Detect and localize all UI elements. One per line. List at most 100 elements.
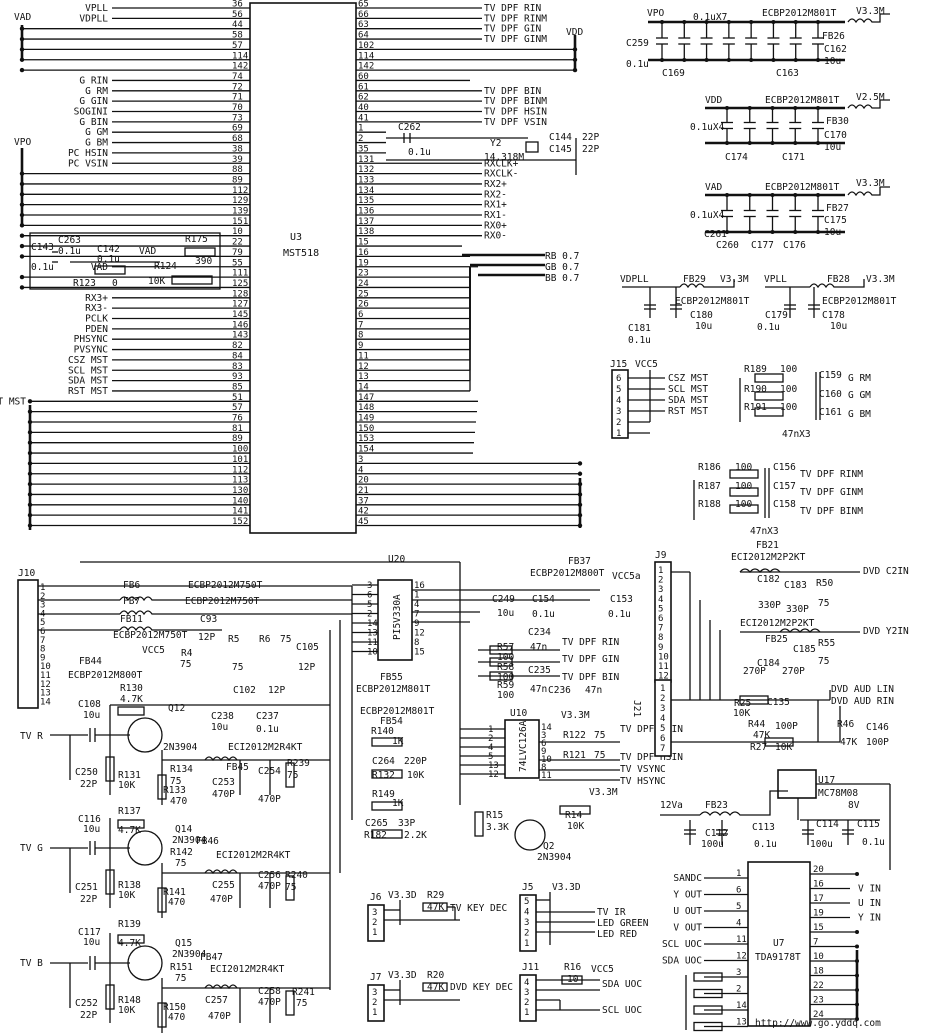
c143-ref: C143 bbox=[31, 242, 54, 253]
j10-pin-num: 13 bbox=[40, 689, 51, 699]
u3-left-pin-num: 76 bbox=[232, 414, 243, 424]
u20-pin-num: 16 bbox=[414, 581, 425, 591]
u3-right-pin-num: 137 bbox=[358, 217, 374, 227]
c102-value: 12P bbox=[268, 685, 285, 696]
u3-left-pin-num: 101 bbox=[232, 455, 248, 465]
c105: C105 bbox=[296, 642, 319, 653]
pf4-c2v: 10u bbox=[695, 321, 712, 332]
n-dpf-bin: TV DPF BIN bbox=[562, 672, 619, 683]
u3-left-pin-num: 56 bbox=[232, 10, 243, 20]
c113-value: 0.1u bbox=[754, 839, 777, 850]
r123-value: 0 bbox=[112, 278, 118, 289]
junction-dot bbox=[816, 58, 820, 62]
c113: C113 bbox=[752, 822, 775, 833]
r188-value: 100 bbox=[735, 499, 752, 510]
j10-pin-num: 11 bbox=[40, 671, 51, 681]
fb6: FB6 bbox=[123, 580, 140, 591]
r29-value: 47K bbox=[427, 902, 444, 913]
pf1-fbref: FB26 bbox=[822, 31, 845, 42]
y2-ref: Y2 bbox=[490, 138, 501, 149]
power-filter-1 bbox=[648, 13, 890, 62]
u3-left-pin-num: 38 bbox=[232, 144, 243, 154]
u3-right-net: TV DPF RINM bbox=[484, 13, 547, 24]
junction-dot bbox=[726, 58, 731, 62]
junction-dot bbox=[747, 193, 752, 197]
j9-pin-num: 9 bbox=[658, 643, 663, 653]
q15-part: 2N3904 bbox=[172, 949, 207, 960]
fb37-value: ECBP2012M800T bbox=[530, 568, 605, 579]
u7-right-pin-num: 15 bbox=[813, 923, 824, 933]
j10-pin-num: 1 bbox=[40, 583, 45, 593]
r130: R130 bbox=[120, 683, 143, 694]
u3-left-net: SDA MST bbox=[68, 376, 108, 387]
u7-left-pin-num: 12 bbox=[736, 952, 747, 962]
u7-right-pin-num: 16 bbox=[813, 880, 824, 890]
u3-right-pin-num: 61 bbox=[358, 82, 369, 92]
c236: C236 bbox=[548, 685, 571, 696]
u3-right-pin-num: 12 bbox=[358, 362, 369, 372]
junction-dot bbox=[27, 399, 33, 404]
j11-vcc: VCC5 bbox=[591, 964, 614, 975]
pf1-out: V3.3M bbox=[856, 6, 885, 17]
u3-right-pin-num: 102 bbox=[358, 41, 374, 51]
r190-value: 100 bbox=[780, 384, 797, 395]
n-gbm: G BM bbox=[848, 409, 871, 420]
u3-right-net: RX2+ bbox=[484, 179, 507, 190]
j15-ref: J15 bbox=[610, 359, 627, 370]
u3-right-pin-num: 134 bbox=[358, 186, 374, 196]
u3-left-pin-num: 139 bbox=[232, 207, 248, 217]
transistor-body bbox=[127, 830, 163, 866]
u3-right-net: TV DPF BIN bbox=[484, 86, 541, 97]
u7-left-net: SANDC bbox=[673, 873, 702, 884]
u3-left-pin-num: 82 bbox=[232, 341, 243, 351]
c252-value: 22P bbox=[80, 1010, 97, 1021]
pf1-c3: C163 bbox=[776, 68, 799, 79]
pf1-fb: ECBP2012M801T bbox=[762, 8, 837, 19]
u7-ref: U7 bbox=[773, 938, 784, 949]
q12: Q12 bbox=[168, 703, 185, 714]
vad-net-label: VAD bbox=[139, 246, 156, 257]
c112: C112 bbox=[705, 828, 728, 839]
u3-right-pin-num: 41 bbox=[358, 113, 369, 123]
tv-r-label: TV R bbox=[20, 731, 43, 742]
u7-left-net: SDA UOC bbox=[662, 956, 702, 967]
c156: C156 bbox=[773, 462, 796, 473]
r20: R20 bbox=[427, 970, 444, 981]
c236-value: 47n bbox=[585, 685, 602, 696]
r16-value: 10 bbox=[567, 974, 579, 985]
j9-pin-num: 12 bbox=[658, 672, 669, 682]
r132: R132 bbox=[372, 770, 395, 781]
r6: R6 bbox=[259, 634, 271, 645]
n-grm: G RM bbox=[848, 373, 871, 384]
vcc5a-label: VCC5a bbox=[612, 571, 641, 582]
u3-left-pin-num: 55 bbox=[232, 258, 243, 268]
c237: C237 bbox=[256, 711, 279, 722]
c116: C116 bbox=[78, 814, 101, 825]
u17-wiring bbox=[660, 783, 891, 870]
j11-pin-num: 4 bbox=[524, 978, 529, 988]
r188: R188 bbox=[698, 499, 721, 510]
u7-right-pin-num: 19 bbox=[813, 909, 824, 919]
c265: C265 bbox=[365, 818, 388, 829]
pf3-c3: C177 bbox=[751, 240, 774, 251]
c117: C117 bbox=[78, 927, 101, 938]
c116-value: 10u bbox=[83, 824, 100, 835]
c112-value: 100u bbox=[701, 839, 724, 850]
junction-dot bbox=[771, 58, 776, 62]
u3-right-pin-num: 23 bbox=[358, 269, 369, 279]
r148: R148 bbox=[118, 995, 141, 1006]
u3-left-net: PCLK bbox=[85, 314, 108, 325]
j15-pin-num: 3 bbox=[616, 407, 621, 417]
termination-resistor bbox=[285, 762, 295, 788]
j11-ref: J11 bbox=[522, 962, 539, 973]
u3-left-pin-num: 71 bbox=[232, 93, 243, 103]
u3-right-pin-num: 135 bbox=[358, 196, 374, 206]
u3-left-pin-num: 112 bbox=[232, 465, 248, 475]
u3-right-net: TV DPF GINM bbox=[484, 34, 547, 45]
pf3-caps: 0.1uX4 bbox=[690, 210, 725, 221]
fb54-value: ECBP2012M801T bbox=[360, 706, 435, 717]
junction-dot bbox=[19, 274, 25, 280]
u10-pin-num: 11 bbox=[541, 771, 552, 781]
u3-left-pin-num: 130 bbox=[232, 486, 248, 496]
c115-value: 0.1u bbox=[862, 837, 885, 848]
